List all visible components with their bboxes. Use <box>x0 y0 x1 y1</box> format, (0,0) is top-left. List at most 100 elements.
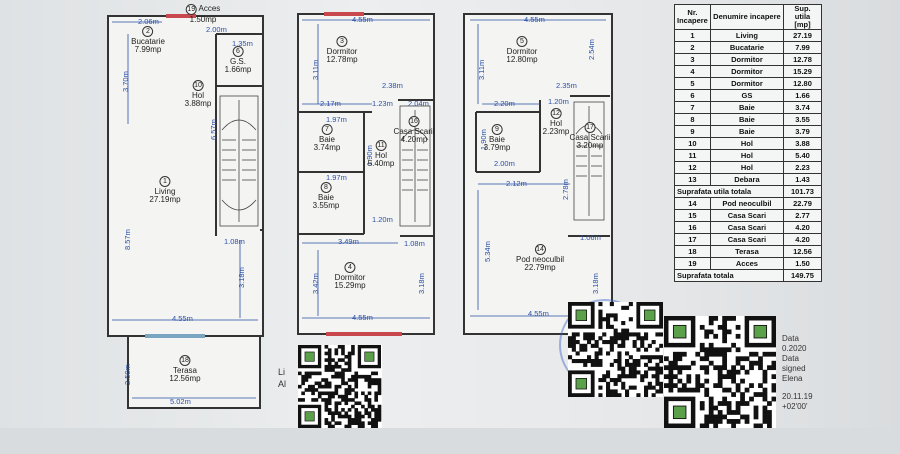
qr-code-icon <box>664 316 776 428</box>
subtotal-row: Suprafata utila totala 101.73 <box>674 185 822 198</box>
cell-denumire: Baie <box>709 113 785 126</box>
cell-suprafata: 2.77 <box>783 209 822 222</box>
sig-line-4: Elena <box>782 374 803 383</box>
sig-line-6: +02'00' <box>782 402 808 411</box>
cell-nr: 16 <box>674 221 711 234</box>
cell-suprafata: 3.55 <box>783 113 822 126</box>
dim-first-1: 3.11m <box>311 59 320 80</box>
sig-line-1: 0.2020 <box>782 344 807 353</box>
cell-denumire: Pod neoculbil <box>709 197 785 210</box>
dim-first-2: 2.38m <box>382 81 403 90</box>
dim-first-13: 3.18m <box>417 273 426 294</box>
cell-suprafata: 3.88 <box>783 137 822 150</box>
cell-nr: 9 <box>674 125 711 138</box>
cell-nr: 10 <box>674 137 711 150</box>
plan-ground-door-red <box>166 14 196 18</box>
dim-attic-0: 4.55m <box>524 15 545 24</box>
header-suprafata: Sup. utila [mp] <box>783 4 822 30</box>
dim-first-5: 2.04m <box>408 99 429 108</box>
cell-suprafata: 3.79 <box>783 125 822 138</box>
cell-suprafata: 4.20 <box>783 233 822 246</box>
cell-suprafata: 3.74 <box>783 101 822 114</box>
plan-first-window-red <box>324 12 364 16</box>
cell-denumire: Living <box>709 29 785 42</box>
dim-first-12: 3.42m <box>311 273 320 294</box>
sig-line-5: 20.11.19 <box>782 392 813 401</box>
dim-attic-10: 1.06m <box>580 233 601 242</box>
dim-attic-9: 2.78m <box>561 179 570 200</box>
total-value: 149.75 <box>783 269 822 282</box>
dim-ground-9: 2.50m <box>123 364 132 385</box>
dim-ground-4: 6.57m <box>209 119 218 140</box>
header-denumire: Denumire incapere <box>709 4 785 30</box>
cell-nr: 3 <box>674 53 711 66</box>
dim-first-14: 4.55m <box>352 313 373 322</box>
header-nr: Nr. Incapere <box>674 4 711 30</box>
total-label: Suprafata totala <box>674 269 784 282</box>
plan-first-window-red-bottom <box>326 332 402 336</box>
qr-code-icon <box>298 345 382 428</box>
dim-first-4: 1.23m <box>372 99 393 108</box>
dim-ground-10: 5.02m <box>170 397 191 406</box>
dim-ground-5: 8.57m <box>123 229 132 250</box>
cell-suprafata: 5.40 <box>783 149 822 162</box>
cell-nr: 7 <box>674 101 711 114</box>
cell-suprafata: 12.56 <box>783 245 822 258</box>
plan-first-stairs <box>399 105 431 227</box>
cell-nr: 6 <box>674 89 711 102</box>
cell-suprafata: 1.43 <box>783 173 822 186</box>
cell-nr: 4 <box>674 65 711 78</box>
dim-ground-3: 3.70m <box>121 71 130 92</box>
cell-nr: 14 <box>674 197 711 210</box>
total-row: Suprafata totala 149.75 <box>674 269 822 282</box>
floor-plans-drawing <box>107 12 651 409</box>
cell-nr: 8 <box>674 113 711 126</box>
cell-denumire: Baie <box>709 101 785 114</box>
subtotal-value: 101.73 <box>783 185 822 198</box>
cell-denumire: Debara <box>709 173 785 186</box>
cell-denumire: Hol <box>709 149 785 162</box>
dim-attic-13: 4.55m <box>528 309 549 318</box>
sig-line-0: Data <box>782 334 799 343</box>
plan-first-dimlines <box>302 19 430 319</box>
dim-ground-8: 4.55m <box>172 314 193 323</box>
dim-attic-5: 1.20m <box>548 97 569 106</box>
cell-nr: 18 <box>674 245 711 258</box>
dim-ground-7: 3.18m <box>237 267 246 288</box>
dim-first-0: 4.55m <box>352 15 373 24</box>
cell-denumire: Casa Scari <box>709 233 785 246</box>
cell-denumire: Dormitor <box>709 53 785 66</box>
cell-suprafata: 12.78 <box>783 53 822 66</box>
dim-attic-7: 2.00m <box>494 159 515 168</box>
dim-attic-6: 1.90m <box>479 129 488 150</box>
cell-nr: 13 <box>674 173 711 186</box>
cell-suprafata: 15.29 <box>783 65 822 78</box>
cell-suprafata: 7.99 <box>783 41 822 54</box>
dim-first-8: 1.97m <box>326 173 347 182</box>
cell-suprafata: 1.50 <box>783 257 822 270</box>
sig-line-3: signed <box>782 364 806 373</box>
dim-ground-2: 1.35m <box>232 39 253 48</box>
